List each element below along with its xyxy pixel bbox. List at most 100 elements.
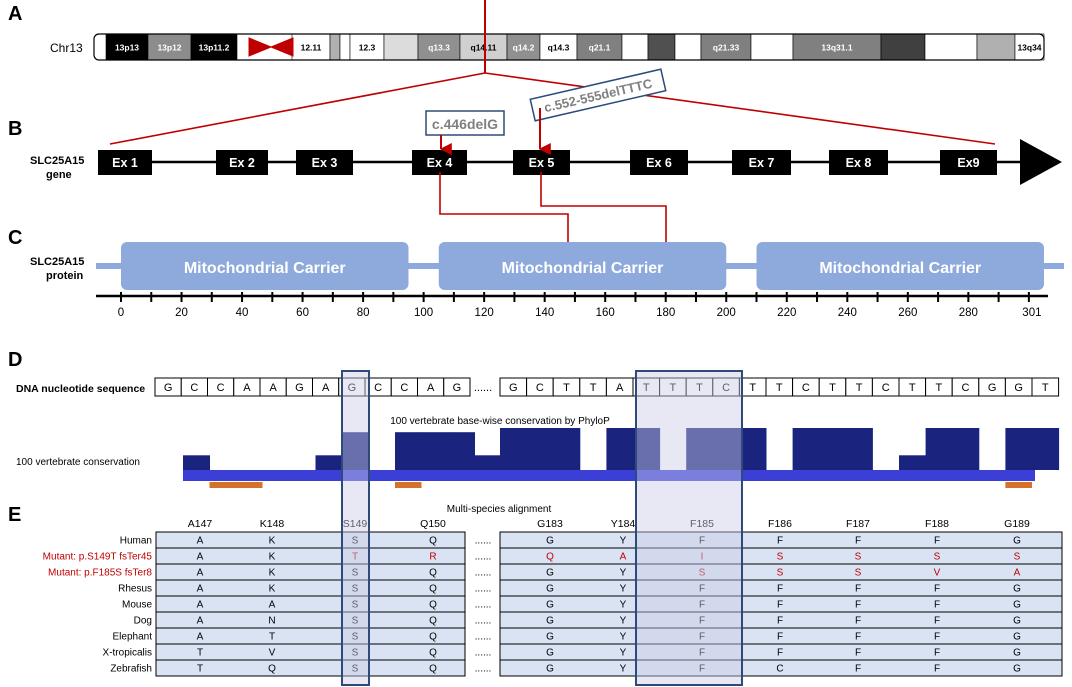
conservation-bar (952, 428, 980, 470)
exon-9: Ex9 (940, 150, 997, 175)
alignment-title: Multi-species alignment (447, 504, 552, 515)
band-label: 13q34 (1017, 43, 1041, 53)
residue: F (699, 616, 705, 627)
nucleotide-cell: A (233, 377, 261, 397)
residue: K (269, 536, 276, 547)
axis-tick-label: 100 (414, 307, 433, 319)
nucleotide-cell: C (792, 377, 820, 397)
alignment-gap-dots: ...... (475, 616, 492, 627)
nucleotide-letter: T (1042, 382, 1049, 394)
nucleotide-letter: T (563, 382, 570, 394)
exon-label: Ex 7 (749, 156, 775, 170)
nucleotide-letter: T (590, 382, 597, 394)
residue: G (1013, 616, 1021, 627)
chromosome-band (339, 33, 351, 61)
residue: G (546, 584, 554, 595)
axis-tick-label: 60 (296, 307, 309, 319)
nucleotide-letter: C (217, 382, 225, 394)
nucleotide-letter: G (509, 382, 518, 394)
residue: A (197, 568, 204, 579)
nucleotide-cell: T (925, 377, 953, 397)
gene-direction-arrow-icon (1020, 139, 1062, 185)
conservation-label: 100 vertebrate conservation (16, 457, 140, 468)
band-rect (105, 33, 149, 61)
nucleotide-cell: G (1004, 377, 1033, 397)
nucleotide-letter: A (427, 382, 435, 394)
nucleotide-cell: T (898, 377, 927, 397)
gene-label-line2: gene (46, 169, 72, 181)
nucleotide-cell: C (180, 377, 208, 397)
residue: G (546, 536, 554, 547)
protein-domain: Mitochondrial Carrier (438, 242, 727, 290)
chromosome-band: q14.11 (459, 33, 508, 61)
alignment-column-header: Q150 (420, 518, 446, 530)
axis-tick-label: 160 (596, 307, 615, 319)
centromere-icon (248, 37, 294, 57)
alignment-column-header: G183 (537, 518, 563, 530)
chromosome-band: 13q31.1 (792, 33, 882, 61)
residue: Y (620, 600, 627, 611)
alignment-column-header: F186 (768, 518, 792, 530)
species-label: X-tropicalis (103, 648, 152, 659)
band-label: q14.2 (513, 43, 535, 53)
conservation-bar (606, 428, 634, 470)
chromosome-band: q21.1 (576, 33, 623, 61)
species-label: Mouse (122, 600, 152, 611)
residue: F (934, 648, 940, 659)
nucleotide-cell: G (978, 377, 1006, 397)
chromosome-band: q13.3 (417, 33, 461, 61)
chromosome-band: q21.33 (700, 33, 752, 61)
nucleotide-letter: G (988, 382, 997, 394)
conservation-bar (633, 428, 661, 470)
band-label: 12.3 (359, 43, 376, 53)
alignment-column-header: G189 (1004, 518, 1030, 530)
nucleotide-letter: T (856, 382, 863, 394)
band-label: 13p13 (115, 43, 139, 53)
band-rect (924, 33, 978, 61)
chromosome-band: 13p13 (105, 33, 149, 61)
residue: S (777, 552, 784, 563)
residue: F (699, 664, 705, 675)
residue: Q (429, 568, 437, 579)
domain-label: Mitochondrial Carrier (819, 260, 981, 277)
band-rect (647, 33, 676, 61)
chromosome-band: 12.3 (349, 33, 385, 61)
exon-3: Ex 3 (296, 150, 353, 175)
nucleotide-cell: C (390, 377, 418, 397)
residue: G (1013, 648, 1021, 659)
conservation-bar (686, 428, 714, 470)
residue: K (269, 568, 276, 579)
residue: F (699, 632, 705, 643)
highlight-f185 (635, 370, 743, 686)
band-label: q13.3 (428, 43, 450, 53)
species-label: Human (120, 536, 152, 547)
nucleotide-letter: T (936, 382, 943, 394)
exon-box (98, 150, 152, 175)
nucleotide-letter: T (670, 382, 677, 394)
residue: F (855, 600, 861, 611)
axis-tick-label: 20 (175, 307, 188, 319)
residue: S (352, 568, 359, 579)
band-rect (506, 33, 541, 61)
axis-tick-label: 260 (898, 307, 917, 319)
residue: S (934, 552, 941, 563)
species-label: Mutant: p.F185S fsTer8 (48, 568, 152, 579)
residue: N (268, 616, 275, 627)
residue: Y (620, 584, 627, 595)
exon-4: Ex 4 (412, 150, 467, 175)
nucleotide-letter: T (909, 382, 916, 394)
residue: V (934, 568, 941, 579)
nucleotide-cell: A (259, 377, 287, 397)
exon-box (940, 150, 997, 175)
residue: F (777, 536, 783, 547)
residue: S (352, 664, 359, 675)
residue: Q (429, 664, 437, 675)
exon-label: Ex 1 (112, 156, 138, 170)
exon-label: Ex 6 (646, 156, 672, 170)
band-rect (792, 33, 882, 61)
exon-2: Ex 2 (216, 150, 268, 175)
residue: A (197, 536, 204, 547)
residue: G (546, 632, 554, 643)
